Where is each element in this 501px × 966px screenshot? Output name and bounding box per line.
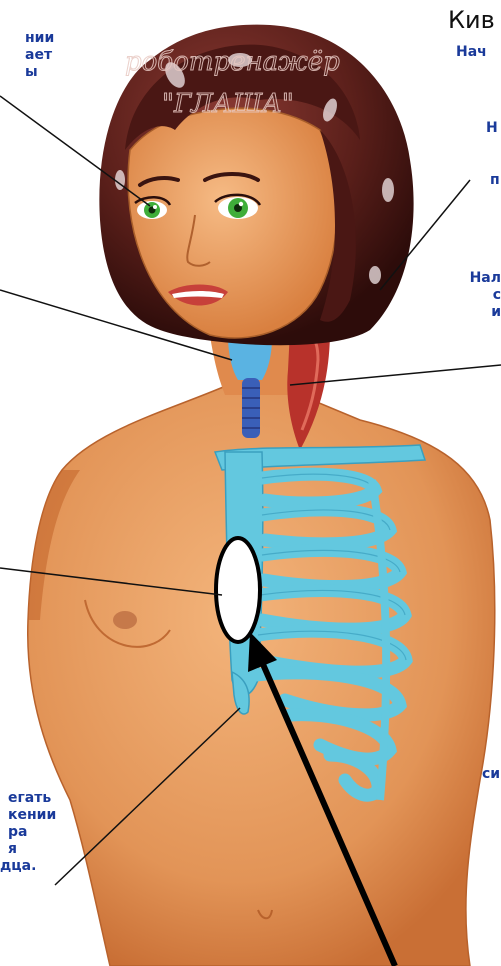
label-bottom-left-line: егать: [0, 790, 56, 807]
label-bottom-right: си: [482, 766, 500, 783]
label-bottom-left-line: кении: [0, 807, 56, 824]
watermark-line-1: роботренажёр: [125, 47, 340, 77]
watermark-line-2: "ГЛАША": [162, 89, 294, 119]
label-eyes-line: ы: [25, 64, 54, 81]
label-right-1: Н: [486, 120, 498, 137]
label-eyes: нии ает ы: [25, 30, 54, 81]
label-bottom-left-line: дца.: [0, 858, 56, 875]
label-neck-right: Нал с и: [464, 270, 501, 321]
label-neck-right-line: с: [464, 287, 501, 304]
label-bottom-left-line: я: [0, 841, 56, 858]
label-neck-right-line: и: [464, 304, 501, 321]
label-eyes-line: нии: [25, 30, 54, 47]
label-right-2: п: [490, 172, 500, 189]
label-eyes-line: ает: [25, 47, 54, 64]
nipple: [113, 611, 137, 629]
label-bottom-left: егать кении ра я дца.: [0, 790, 56, 875]
label-bottom-left-line: ра: [0, 824, 56, 841]
label-neck-right-line: Нал: [464, 270, 501, 287]
hand-position-oval: [216, 538, 260, 642]
